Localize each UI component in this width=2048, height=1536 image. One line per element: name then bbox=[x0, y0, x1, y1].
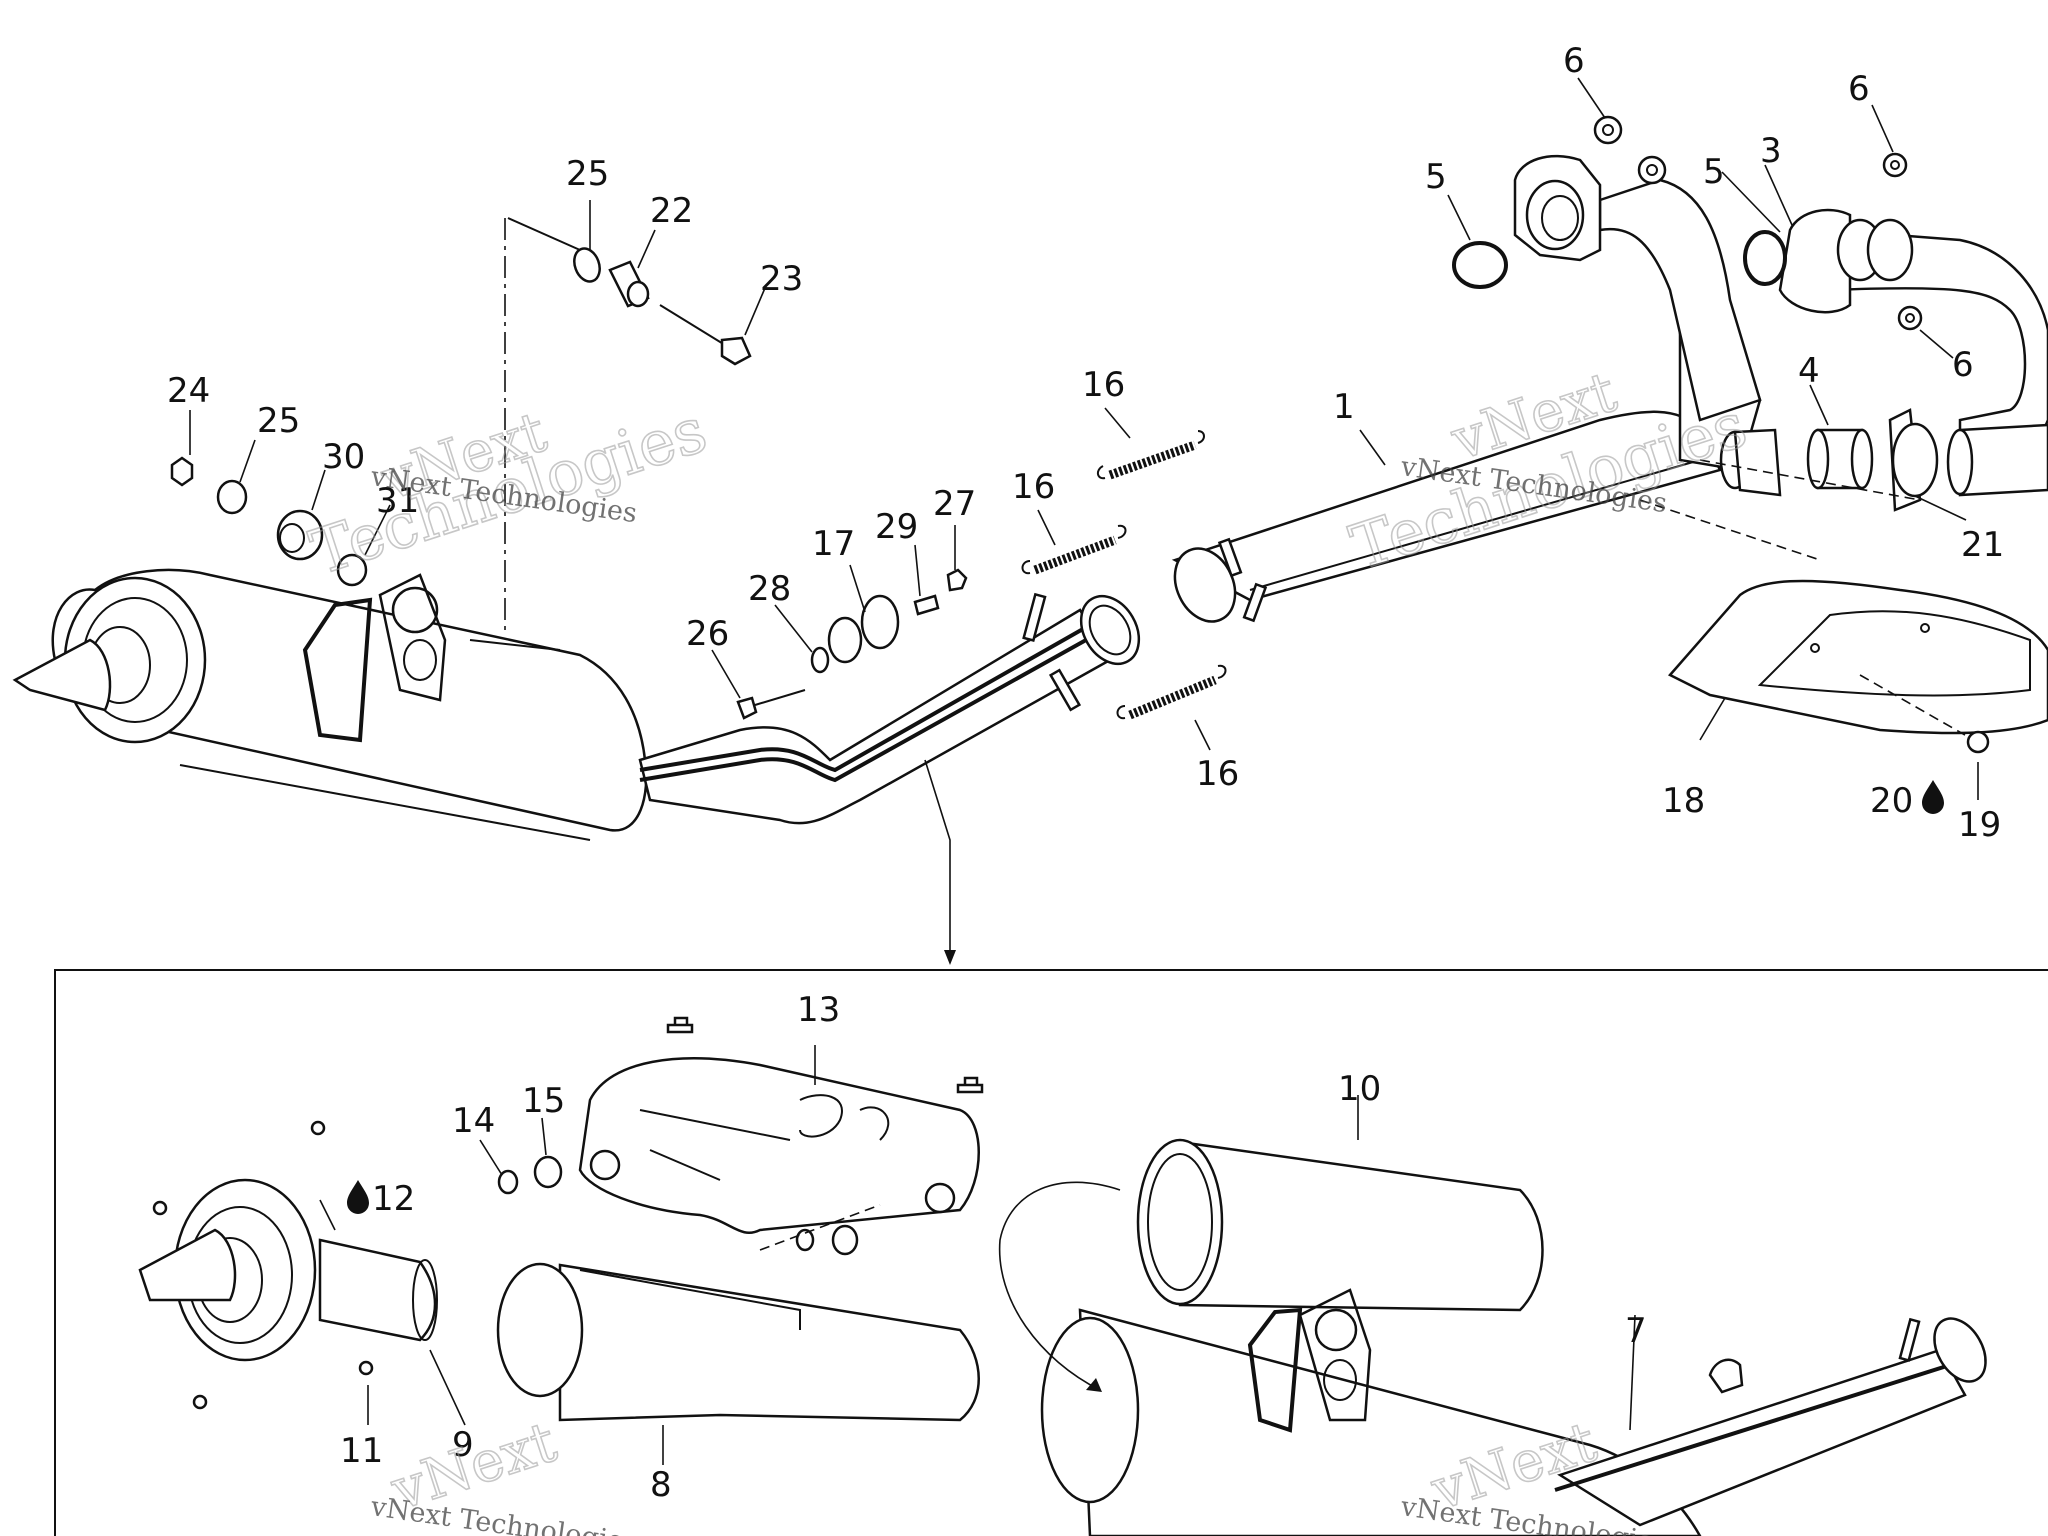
muffler-packing bbox=[1136, 1138, 1544, 1312]
threadlocker-drop-icon bbox=[1922, 780, 1944, 814]
callout-17: 17 bbox=[812, 524, 855, 564]
callout-24: 24 bbox=[167, 371, 210, 411]
exhaust-stub bbox=[1946, 423, 2048, 497]
callout-9: 9 bbox=[452, 1425, 474, 1465]
callout-22: 22 bbox=[650, 191, 693, 231]
callout-13: 13 bbox=[797, 990, 840, 1030]
callout-16c: 16 bbox=[1196, 754, 1239, 794]
callout-20: 20 bbox=[1870, 781, 1913, 821]
callout-1: 1 bbox=[1333, 387, 1355, 427]
washer-28 bbox=[810, 646, 830, 674]
leader-lines-upper bbox=[189, 77, 1979, 965]
callout-labels: 6 6 6 5 5 3 4 21 1 18 20 19 16 16 16 25 … bbox=[167, 41, 2004, 1505]
exhaust-gasket-5b bbox=[1743, 230, 1787, 286]
bushing-22 bbox=[608, 260, 650, 308]
spring-16-low bbox=[1116, 664, 1227, 720]
nut-24 bbox=[170, 456, 194, 487]
callout-21: 21 bbox=[1961, 525, 2004, 565]
callout-6b: 6 bbox=[1848, 69, 1870, 109]
callout-3: 3 bbox=[1760, 131, 1782, 171]
washer-25-left bbox=[216, 479, 248, 515]
bolt-19 bbox=[1966, 730, 1990, 754]
callout-6c: 6 bbox=[1952, 345, 1974, 385]
screw-14 bbox=[497, 1169, 519, 1195]
callout-6a: 6 bbox=[1563, 41, 1585, 81]
callout-4: 4 bbox=[1798, 351, 1820, 391]
detail-inset bbox=[54, 969, 2048, 1536]
callout-27: 27 bbox=[933, 484, 976, 524]
callout-12: 12 bbox=[372, 1179, 415, 1219]
callout-7: 7 bbox=[1625, 1311, 1647, 1351]
threadlocker-drop-icon bbox=[347, 1180, 369, 1214]
washer-15 bbox=[533, 1155, 563, 1189]
muffler-assembly bbox=[12, 568, 648, 841]
callout-31: 31 bbox=[376, 481, 419, 521]
callout-19: 19 bbox=[1958, 805, 2001, 845]
callout-23: 23 bbox=[760, 259, 803, 299]
muffler-end-cap bbox=[138, 1120, 374, 1410]
mid-pipe bbox=[638, 592, 1141, 825]
exhaust-sleeve-4 bbox=[1806, 428, 1874, 490]
grommet-30 bbox=[276, 509, 324, 561]
muffler-heat-guard bbox=[578, 1016, 984, 1234]
callout-28: 28 bbox=[748, 569, 791, 609]
bolt-23 bbox=[659, 304, 752, 366]
nut-27 bbox=[946, 568, 968, 592]
callout-30: 30 bbox=[322, 437, 365, 477]
washer-25-top bbox=[573, 247, 601, 283]
exhaust-gasket-5a bbox=[1452, 241, 1508, 289]
callout-5b: 5 bbox=[1703, 152, 1725, 192]
callout-10: 10 bbox=[1338, 1069, 1381, 1109]
spring-16-top bbox=[1097, 430, 1205, 480]
flange-nuts bbox=[1593, 115, 1923, 331]
head-pipe bbox=[1171, 178, 2048, 623]
spacer-29 bbox=[913, 594, 940, 616]
callout-18: 18 bbox=[1662, 781, 1705, 821]
callout-16b: 16 bbox=[1012, 467, 1055, 507]
bolt-26 bbox=[736, 689, 806, 720]
callout-16a: 16 bbox=[1082, 365, 1125, 405]
callout-29: 29 bbox=[875, 507, 918, 547]
spring-16-mid bbox=[1021, 524, 1127, 575]
callout-15: 15 bbox=[522, 1081, 565, 1121]
exhaust-flange-1 bbox=[1513, 154, 1602, 262]
grommet-17 bbox=[827, 594, 900, 664]
callout-25b: 25 bbox=[257, 401, 300, 441]
exhaust-clamp-21 bbox=[1888, 408, 1939, 512]
callout-11: 11 bbox=[340, 1431, 383, 1471]
watermark-line-3: vNext Technologies bbox=[368, 1491, 639, 1536]
heat-shield-18 bbox=[1667, 579, 2048, 735]
spacer-31 bbox=[336, 553, 368, 587]
spark-arrestor bbox=[318, 1238, 438, 1342]
callout-25a: 25 bbox=[566, 154, 609, 194]
muffler-body bbox=[1040, 1288, 1987, 1536]
callout-26: 26 bbox=[686, 614, 729, 654]
callout-14: 14 bbox=[452, 1101, 495, 1141]
exhaust-flange-3 bbox=[1778, 208, 1914, 314]
callout-8: 8 bbox=[650, 1465, 672, 1505]
callout-5a: 5 bbox=[1425, 157, 1447, 197]
guard-screw-lower bbox=[795, 1224, 859, 1256]
muffler-inner-shell bbox=[496, 1262, 980, 1422]
